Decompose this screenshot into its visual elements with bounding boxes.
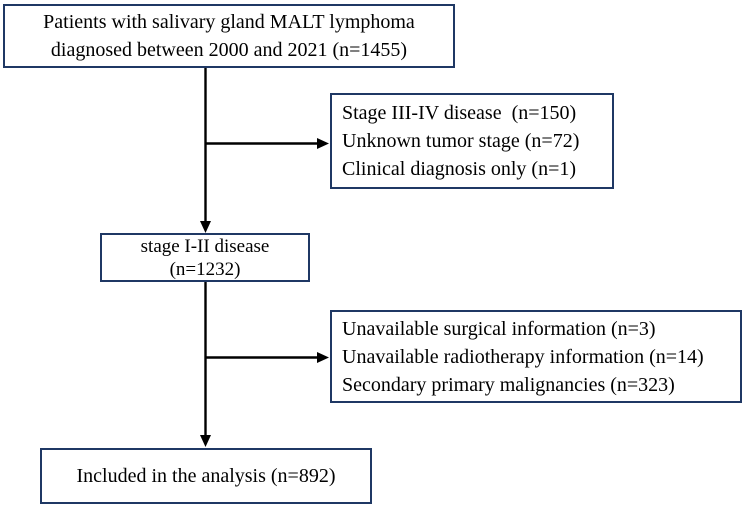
arrow-stage12-to-included xyxy=(200,282,211,447)
node-text-line: stage I-II disease xyxy=(140,235,270,257)
node-text-line: Unknown tumor stage (n=72) xyxy=(342,130,580,152)
node-text-line: Unavailable surgical information (n=3) xyxy=(342,317,656,340)
node-text-line: Stage III-IV disease (n=150) xyxy=(342,102,577,124)
node-text-line: Clinical diagnosis only (n=1) xyxy=(342,158,577,180)
arrow-branch-to-excluded-stage xyxy=(204,138,329,149)
node-text-line: Patients with salivary gland MALT lympho… xyxy=(43,11,415,33)
node-text-line: Secondary primary malignancies (n=323) xyxy=(342,373,675,396)
node-stage-1-2-disease: stage I-II disease (n=1232) xyxy=(100,233,310,282)
node-text-line: Included in the analysis (n=892) xyxy=(76,465,336,487)
arrow-branch-to-excluded-info xyxy=(204,352,329,363)
node-text-line: (n=1232) xyxy=(169,258,241,280)
node-text-line: Unavailable radiotherapy information (n=… xyxy=(342,345,704,368)
node-total-patients: Patients with salivary gland MALT lympho… xyxy=(3,4,455,68)
node-excluded-stage: Stage III-IV disease (n=150) Unknown tum… xyxy=(330,93,614,189)
arrow-total-to-stage12 xyxy=(200,68,211,233)
node-text-line: diagnosed between 2000 and 2021 (n=1455) xyxy=(50,39,408,61)
node-excluded-information: Unavailable surgical information (n=3) U… xyxy=(330,310,742,403)
node-included-analysis: Included in the analysis (n=892) xyxy=(40,448,372,504)
